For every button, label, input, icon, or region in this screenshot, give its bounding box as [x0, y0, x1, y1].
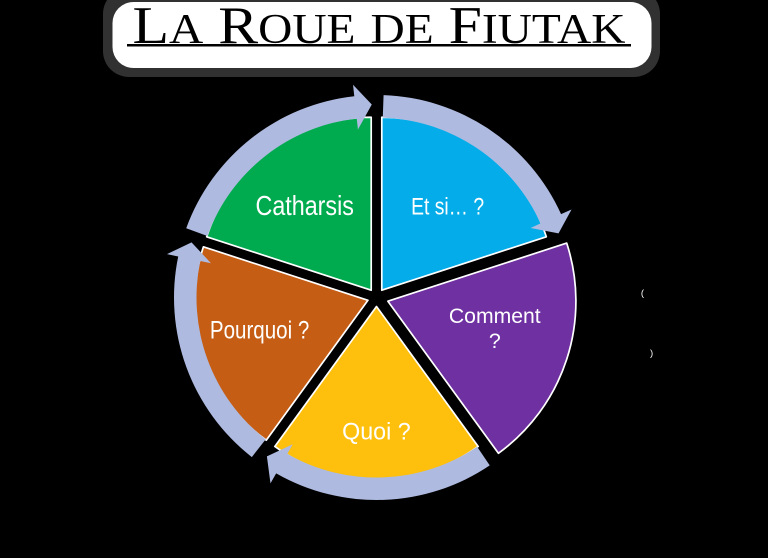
- svg-text:Comment: Comment: [449, 304, 541, 328]
- svg-text:Quoi ?: Quoi ?: [342, 419, 411, 446]
- svg-text:(: (: [641, 288, 645, 299]
- svg-text:Catharsis: Catharsis: [256, 190, 354, 221]
- svg-text:Pourquoi ?: Pourquoi ?: [210, 316, 309, 344]
- svg-text:Et si… ?: Et si… ?: [411, 194, 484, 220]
- svg-text:): ): [650, 348, 653, 359]
- svg-text:?: ?: [489, 329, 501, 353]
